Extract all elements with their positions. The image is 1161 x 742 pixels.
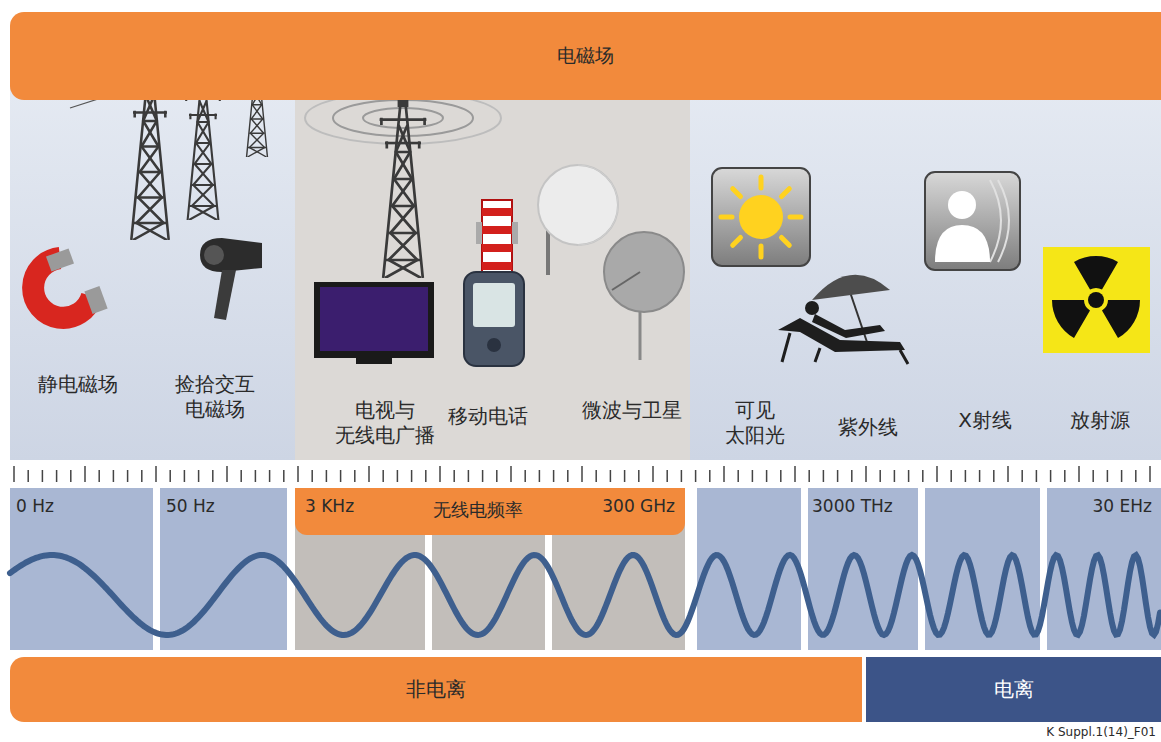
ionizing-band: 电离 [866, 657, 1161, 722]
item-label: 放射源 [1055, 408, 1145, 433]
frequency-label: 50 Hz [166, 496, 276, 517]
item-label: 可见 太阳光 [721, 398, 789, 448]
frequency-label: 0 Hz [16, 496, 136, 517]
band-text: 电磁场 [557, 44, 614, 68]
item-label: 捡拾交互 电磁场 [165, 372, 265, 422]
item-label: 紫外线 [823, 415, 913, 440]
item-label: 静电磁场 [23, 372, 133, 397]
title-band: 电磁场 [10, 12, 1161, 100]
non-ionizing-band: 非电离 [10, 657, 862, 722]
band-text: 3 KHz [305, 496, 354, 517]
frequency-band: 3 KHz 无线电频率 300 GHz [295, 488, 685, 535]
band-text: 电离 [994, 677, 1034, 702]
item-label: 移动电话 [438, 404, 538, 429]
frequency-label: 3000 THz [812, 496, 916, 517]
figure-id: K Suppl.1(14)_F01 [956, 725, 1156, 740]
band-text: 非电离 [406, 677, 466, 702]
item-label: X射线 [940, 408, 1030, 433]
item-label: 电视与 无线电广播 [330, 398, 440, 448]
item-label: 微波与卫星 [572, 398, 692, 423]
band-text: 300 GHz [602, 496, 675, 517]
band-text: 无线电频率 [433, 499, 523, 522]
frequency-label: 30 EHz [1042, 496, 1152, 517]
